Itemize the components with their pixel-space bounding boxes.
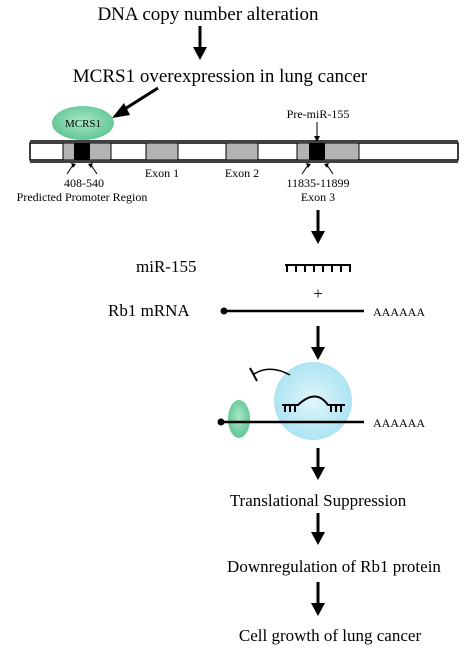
exon2-box (225, 142, 259, 161)
exon1-box (145, 142, 179, 161)
exon3-range: 11835-11899 (286, 176, 349, 190)
exon1-label: Exon 1 (145, 166, 179, 180)
polya-tail: AAAAAA (373, 305, 425, 319)
ribosome (228, 400, 250, 438)
mcrs1-protein (52, 106, 114, 140)
gene-locus (29, 140, 459, 163)
promoter-core (74, 143, 90, 160)
pre-mir-arrow (314, 122, 320, 142)
mcrs1-label: MCRS1 (65, 118, 101, 130)
promoter-range: 408-540 (64, 176, 104, 190)
exon3-arrows (301, 163, 334, 175)
promoter-arrows (66, 163, 98, 175)
step-mcrs1-overexpression: MCRS1 overexpression in lung cancer (73, 66, 368, 87)
polya-tail-complex: AAAAAA (373, 416, 425, 430)
inhibition-arrow (249, 367, 291, 382)
risc-complex (274, 362, 352, 440)
exon3-box (296, 142, 360, 161)
mir-mrna-duplex (282, 395, 345, 412)
arrow-down-5 (311, 513, 325, 545)
arrow-down-2 (311, 210, 325, 244)
rb1-mrna-label: Rb1 mRNA (108, 301, 190, 320)
arrow-down-6 (311, 582, 325, 616)
arrow-down-4 (311, 448, 325, 480)
step-cell-growth: Cell growth of lung cancer (239, 626, 422, 645)
exon3-label: Exon 3 (301, 190, 335, 204)
mir-155-strand (285, 264, 351, 272)
exon2-label: Exon 2 (225, 166, 259, 180)
arrow-to-mcrs1 (112, 86, 159, 118)
pre-mir-155-core (309, 143, 325, 160)
rb1-mrna-bound (217, 418, 364, 426)
arrow-down-1 (193, 26, 207, 60)
step-translational-suppression: Translational Suppression (230, 491, 407, 510)
pre-mir-155-label: Pre-miR-155 (287, 107, 350, 121)
promoter-label: Predicted Promoter Region (17, 190, 148, 204)
step-downregulation-rb1: Downregulation of Rb1 protein (227, 557, 441, 576)
rb1-mrna-strand (220, 307, 364, 315)
step-dna-copy-number: DNA copy number alteration (97, 4, 319, 25)
mir-155-label: miR-155 (136, 257, 196, 276)
arrow-down-3 (311, 326, 325, 360)
plus-sign: + (313, 284, 323, 303)
